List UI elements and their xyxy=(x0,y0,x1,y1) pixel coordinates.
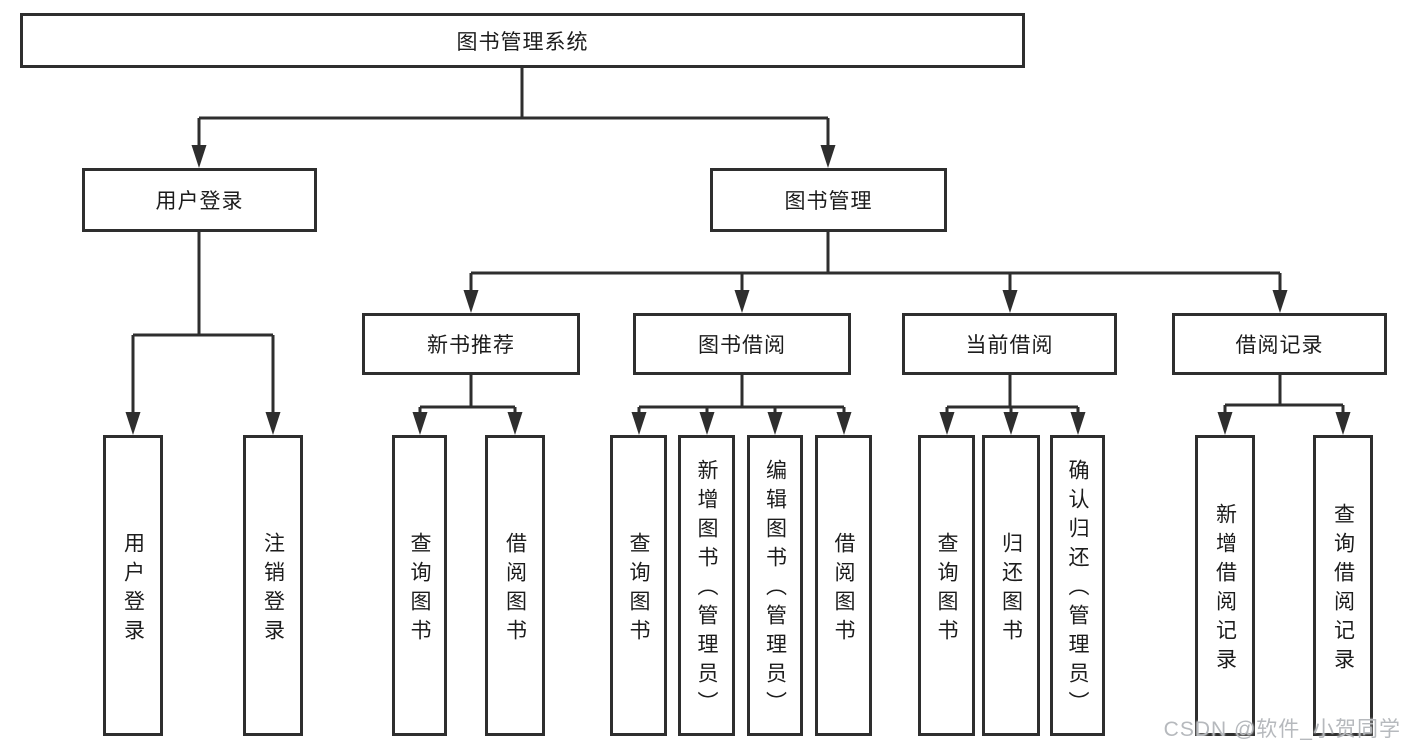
node-query-borrow-record: 查询借阅记录 xyxy=(1313,435,1373,736)
node-user-login-action: 用户登录 xyxy=(103,435,163,736)
node-label: 用户登录 xyxy=(121,531,145,648)
node-book-borrowing: 图书借阅 xyxy=(633,313,851,375)
node-confirm-return-admin: 确认归还（管理员） xyxy=(1050,435,1105,736)
node-label: 查询借阅记录 xyxy=(1331,502,1355,677)
node-user-login: 用户登录 xyxy=(82,168,317,232)
node-label: 查询图书 xyxy=(408,531,431,648)
node-label: 确认归还（管理员） xyxy=(1066,459,1089,720)
node-query-books-recommend: 查询图书 xyxy=(392,435,447,736)
node-label: 查询图书 xyxy=(935,531,958,648)
node-logout-action: 注销登录 xyxy=(243,435,303,736)
node-book-management: 图书管理 xyxy=(710,168,947,232)
node-borrow-books-recommend: 借阅图书 xyxy=(485,435,545,736)
node-add-borrow-record: 新增借阅记录 xyxy=(1195,435,1255,736)
node-new-book-recommendation: 新书推荐 xyxy=(362,313,580,375)
node-current-borrowing: 当前借阅 xyxy=(902,313,1117,375)
node-borrowing-records: 借阅记录 xyxy=(1172,313,1387,375)
node-query-books-current: 查询图书 xyxy=(918,435,975,736)
node-borrow-books: 借阅图书 xyxy=(815,435,872,736)
node-label: 新增借阅记录 xyxy=(1213,502,1237,677)
node-system-root: 图书管理系统 xyxy=(20,13,1025,68)
node-return-book: 归还图书 xyxy=(982,435,1040,736)
node-label: 编辑图书（管理员） xyxy=(763,459,787,720)
node-query-books-borrow: 查询图书 xyxy=(610,435,667,736)
node-label: 新增图书（管理员） xyxy=(695,459,718,720)
node-label: 借阅图书 xyxy=(832,531,855,648)
node-label: 查询图书 xyxy=(627,531,650,648)
node-add-book-admin: 新增图书（管理员） xyxy=(678,435,735,736)
watermark: CSDN @软件_小贺同学 xyxy=(1163,718,1401,741)
arrowheads xyxy=(125,145,1351,435)
node-label: 归还图书 xyxy=(999,531,1023,648)
node-edit-book-admin: 编辑图书（管理员） xyxy=(747,435,803,736)
node-label: 注销登录 xyxy=(261,531,285,648)
node-label: 借阅图书 xyxy=(503,531,527,648)
